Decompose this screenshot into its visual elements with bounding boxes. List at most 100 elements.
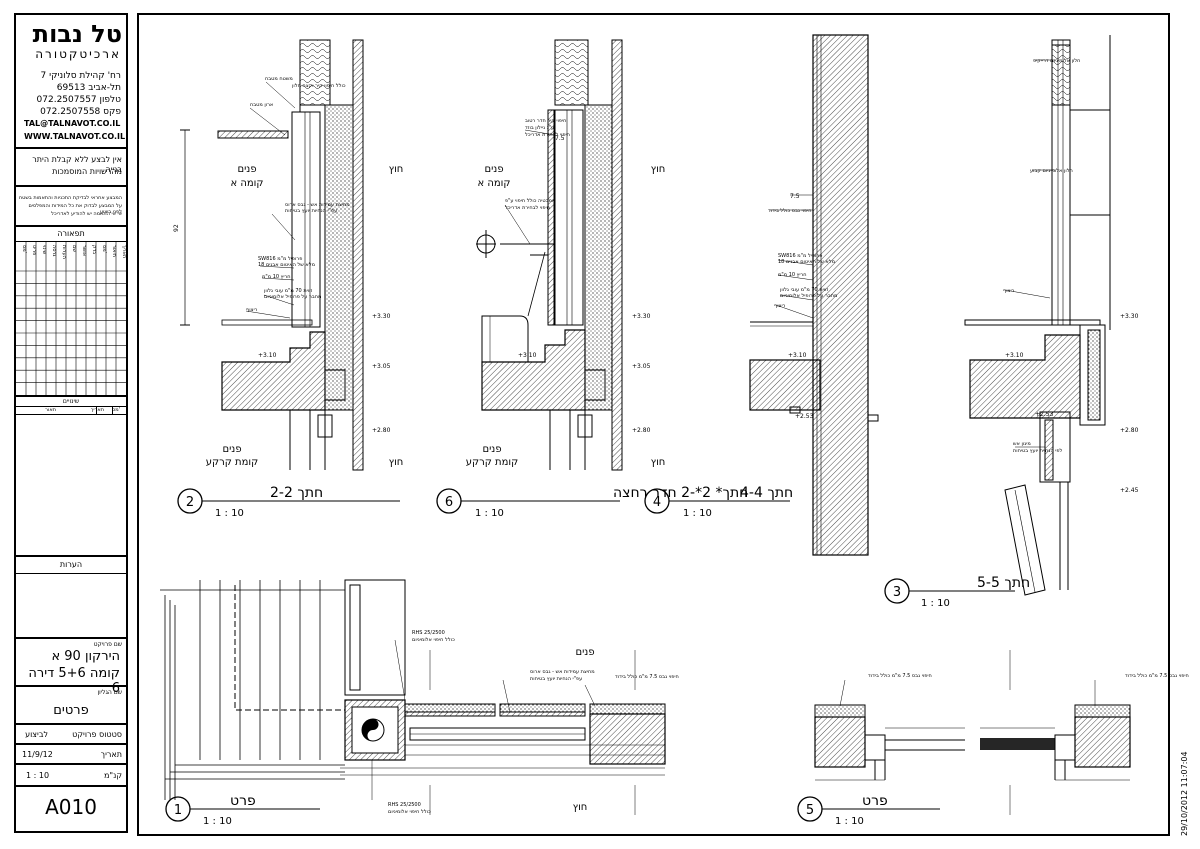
firm-address1: רח' קהילת סלוניקי 7 [40,71,121,81]
detail-6-scale: 1 : 10 [475,508,504,519]
ann-cladding-plan: חיפוי גבס 7.5 מ"מ כולל בידוד [615,674,679,680]
detail-3-title: חתך 5-5 [977,575,1030,591]
detail-3-number: 3 [893,585,901,600]
revision-col-6: הערות [61,245,67,259]
detail-2-number: 2 [186,495,194,510]
window-frame [554,109,584,326]
ann-profile-4b: מלא של האיטום אבנים 18 [778,259,835,265]
concrete-slab [969,334,1081,419]
sheet-number: A010 [45,795,97,819]
level-3-253: +2.53 [1035,411,1054,418]
ann-firewall: מחיצת עמידות אש - גבס ארוס [285,202,350,208]
revision-col-8: שינוי [41,245,47,255]
ann-angle: זווית 70 מ"מ עובי גלוון [264,288,312,294]
level-6-305: +3.05 [632,363,651,370]
detail-5-number: 5 [806,803,814,818]
notice-small1: המבצע אחראי לבדיקת התכניות והתאמות בשטח [18,195,122,201]
ann-bath-2: חיפוי לבחירת אדריכל [505,205,550,211]
notice-line1: אין לבצע ללא קבלת היתר בנייה [32,155,122,174]
revision-col-2: מס' [101,245,107,253]
room-labels: פנים קומה א חוץ פנים קומת קרקע חוץ פנים … [206,164,666,813]
annotations: משטח מטבח כולל חיפוי קיר וקצה חלון ארון … [246,58,1189,815]
project-name: הירקון 90 א [51,649,120,664]
approvals-table: שינויים מס' תאריך תאור [16,397,126,557]
ann-profile-2: מלא של האיטום אבנים 18 [258,262,315,268]
level-6-280: +2.80 [632,427,651,434]
ann-sill-2: כולל חיפוי קיר וקצה חלון [292,83,346,89]
level-4-310: +3.10 [788,352,807,359]
revision-col-1: תיאור [111,245,117,257]
approvals-col-3: תאור [45,407,56,413]
firm-fax: פקס 072.2507558 [40,107,121,117]
label-inside-1: פנים [575,647,594,658]
firm-email[interactable]: TAL@TALNAVOT.CO.IL [24,119,121,128]
notes-header: הערות [16,560,126,574]
label-floor-a-2: קומה א [230,178,263,189]
label-inside-2b: פנים [222,444,241,455]
plot-timestamp: 29/10/2012 11:07:04 [1180,751,1189,836]
plan-detail-5 [814,650,1131,815]
label-inside-6: פנים [484,164,503,175]
detail-titles: 2 חתך 2-2 1 : 10 6 חתך* 2*-2 חדר רחצה 1 … [165,485,1030,827]
ann-wetwall-2: ע"ג ניילון בוזד [525,125,554,131]
plan-detail-1 [160,579,666,815]
wall-cladding [352,39,364,471]
detail-2-scale: 1 : 10 [215,508,244,519]
detail-4-scale: 1 : 10 [683,508,712,519]
permit-notice: אין לבצע ללא קבלת היתר בנייה מהרשויות המ… [16,149,126,187]
project-name-box: שם פרויקט הירקון 90 א קומה 5+6 דירה 6 [16,639,126,696]
revision-col-4: אושר [81,245,87,256]
ann-cladding-plan-5a: חיפוי גבס 7.5 מ"מ כולל בידוד [868,673,932,679]
ann-profile-4: פרופיל מ"מ SW816 [778,253,822,259]
dim-7-5-b: 7.5 [555,135,565,142]
responsibility-notice: המבצע אחראי לבדיקת התכניות והתאמות בשטח … [16,187,126,227]
detail-4-number: 4 [653,495,661,510]
ann-aluwin-2: חלון אלומיניום קבוע [1030,168,1073,174]
fixed-window [1051,39,1071,326]
ann-cladding: חיפוי גבס כולל בידוד [768,208,811,214]
firm-phone: טלפון 072.2507557 [36,95,121,105]
scale-row: קנ"מ 1 : 10 [16,765,126,787]
drawing-frame [137,13,1170,836]
firm-web[interactable]: WWW.TALNAVOT.CO.IL [24,132,126,141]
ann-tiles: ריצוף [246,307,258,313]
detail-4-title: חתך 4-4 [740,485,793,501]
ann-wetwall-3: חיפוי לבחירת אדריכל [525,132,570,138]
ann-gap: חריץ 10 מ"מ [262,274,291,280]
approvals-col-1: מס' [111,407,120,413]
detail-5-scale: 1 : 10 [835,816,864,827]
detail-5-title: פרט [862,793,888,809]
exterior-wall [812,34,869,556]
ann-rhs-1b: כולל חיפוי אלומיניום [412,637,455,643]
title-detail-5: 5 פרט 1 : 10 [797,793,940,827]
title-detail-3: 3 חתך 5-5 1 : 10 [884,575,1030,609]
revision-col-5: שם [71,245,77,252]
detail-3-scale: 1 : 10 [921,598,950,609]
scale-label: קנ"מ [104,771,122,780]
floor-tiles [964,319,1101,326]
ann-aluwin: חלון אלומיניום דרייקיפ [1033,58,1080,64]
approvals-columns: מס' תאריך תאור [16,406,126,415]
ann-angle-2: מחבר על פרופיל אלומיניום [264,294,321,300]
concrete-slab [749,359,821,411]
title-detail-1: 1 פרט 1 : 10 [165,793,320,827]
detail-6-number: 6 [445,495,453,510]
title-detail-4: 4 חתך 4-4 1 : 10 [644,485,793,519]
ann-angle-4: זווית 70 מ"מ עובי גלוון [780,287,828,293]
revision-col-7: גרסה [51,245,57,256]
label-inside-2: פנים [237,164,256,175]
firm-block: טל נבות ארכיטקטורה רח' קהילת סלוניקי 7 ת… [16,15,126,149]
level-6-330: +3.30 [632,313,651,320]
status-value: לביצוע [25,730,48,739]
title-block: טל נבות ארכיטקטורה רח' קהילת סלוניקי 7 ת… [14,13,128,833]
ann-gap-4: חריץ 10 מ"מ [778,272,807,278]
level-3-310: +3.10 [1005,352,1024,359]
ann-firewall-2: עפ"י הנחיות יועץ בטיחות [285,208,337,214]
section-2-2-bathroom [476,39,623,471]
level-2-305: +3.05 [372,363,391,370]
wet-wall-cladding [547,109,555,326]
level-3-245: +2.45 [1120,487,1139,494]
level-marks: +3.30 +3.10 +3.05 +2.80 +3.30 +3.10 +3.0… [173,135,1139,494]
level-6-310: +3.10 [518,352,537,359]
detail-6-title: חתך* 2*-2 חדר רחצה [613,485,748,501]
